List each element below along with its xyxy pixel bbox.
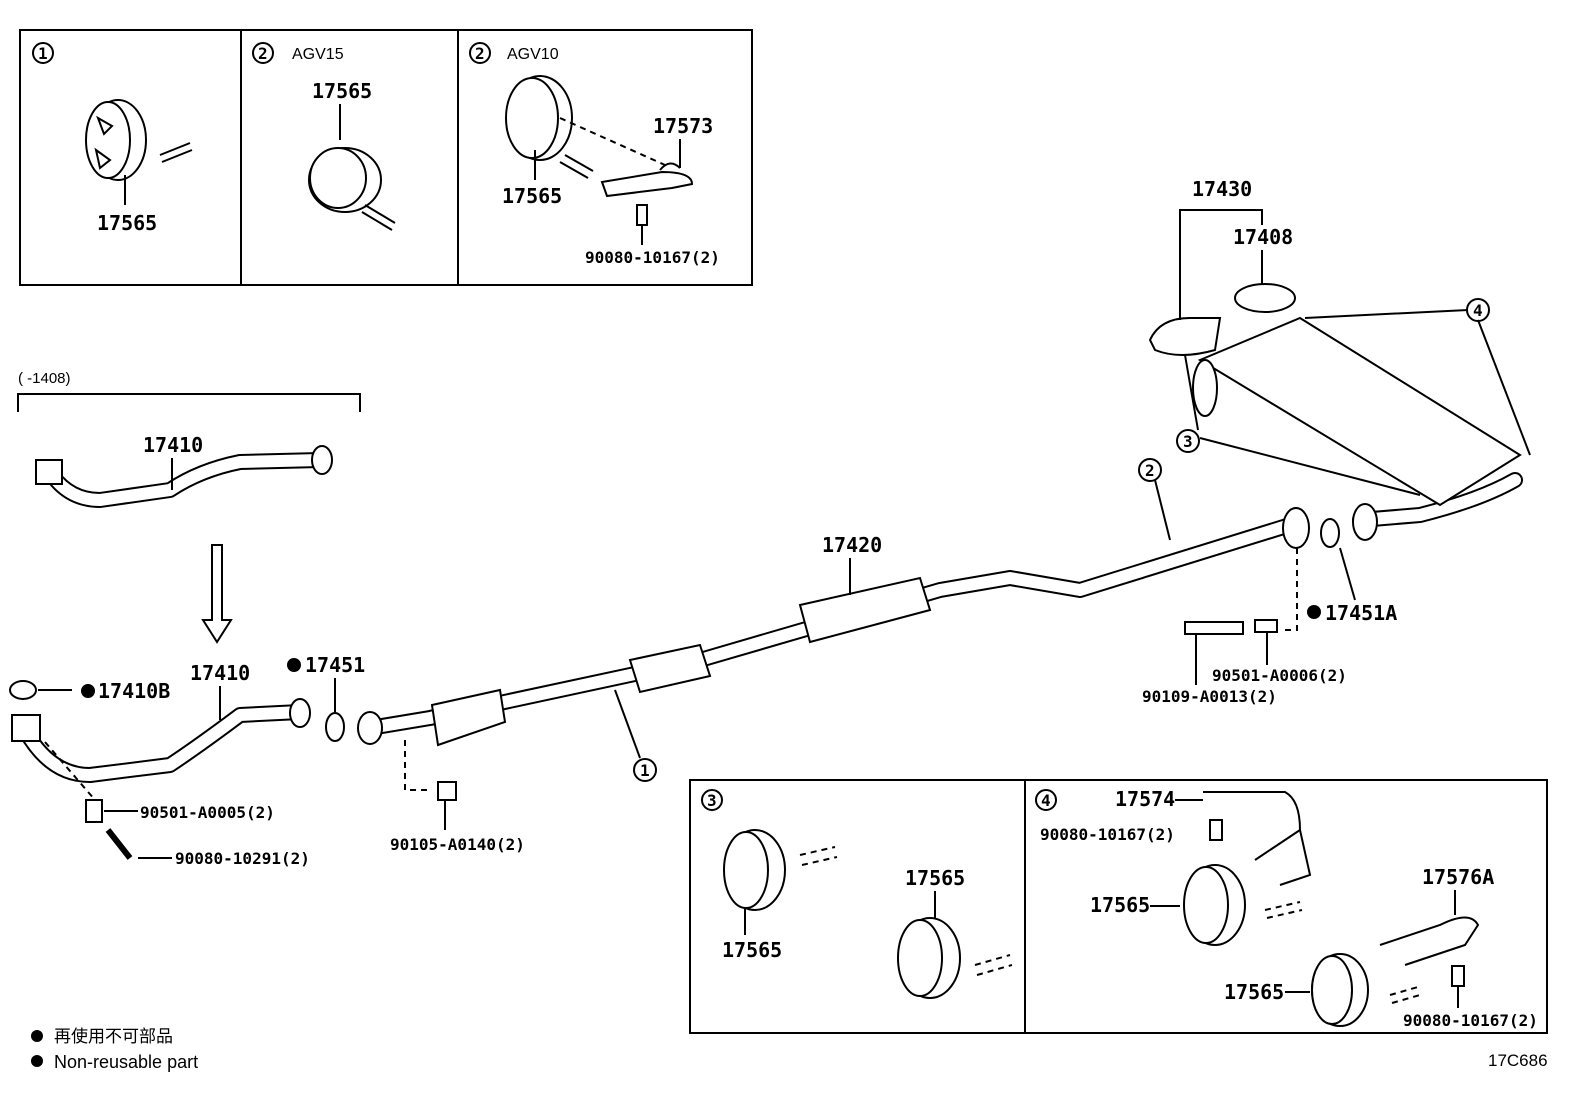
- callout-number: 3: [707, 791, 717, 810]
- resonator-icon: [798, 576, 932, 644]
- arrow-down-icon: [201, 544, 233, 644]
- non-reusable-dot: [81, 684, 95, 698]
- callout-number: 2: [475, 44, 485, 63]
- part-number-label: 17451: [305, 653, 365, 677]
- front-pipe: [11, 698, 311, 783]
- callout-number: 2: [258, 44, 268, 63]
- tail-pipe-extension-icon: [1234, 283, 1296, 313]
- gasket-icon: [9, 680, 37, 700]
- callout-number: 1: [640, 761, 650, 780]
- legend-japanese: 再使用不可部品: [54, 1026, 173, 1046]
- non-reusable-dot: [31, 1030, 43, 1042]
- bracket-icon: [600, 162, 694, 198]
- inset-box-1: 1 17565: [19, 29, 242, 286]
- legend: 再使用不可部品 Non-reusable part: [31, 1026, 198, 1072]
- inset-box-3: 3 17565 17565: [689, 779, 1026, 1034]
- hanger-rubber-icon: [505, 75, 573, 161]
- catalytic-converter-icon: [628, 643, 712, 694]
- gasket-icon: [325, 712, 345, 742]
- legend-english: Non-reusable part: [54, 1052, 198, 1072]
- part-number-label: 17430: [1192, 177, 1252, 201]
- part-number-label: 90109-A0013(2): [1142, 687, 1277, 706]
- part-number-label: 17573: [653, 114, 713, 138]
- part-number-label: 17576A: [1422, 865, 1494, 889]
- bracket-icon: [1203, 791, 1312, 886]
- non-reusable-dot: [287, 658, 301, 672]
- spring-icon: [85, 799, 103, 823]
- part-number-label: 17451A: [1325, 601, 1397, 625]
- part-number-label: 17574: [1115, 787, 1175, 811]
- bolt-icon: [1209, 819, 1223, 841]
- part-number-label: 17565: [312, 79, 372, 103]
- callout-number: 4: [1473, 301, 1483, 320]
- part-number-label: 17565: [1224, 980, 1284, 1004]
- range-bracket: [17, 393, 361, 412]
- tail-pipe-icon: [1148, 317, 1222, 356]
- part-number-label: 17408: [1233, 225, 1293, 249]
- variant-label: AGV15: [292, 46, 344, 63]
- front-pipe-old: [35, 445, 333, 508]
- callout-number: 2: [1145, 461, 1155, 480]
- inset-box-2-agv10: 2 AGV10 17573 17565 90080-10167(2): [457, 29, 753, 286]
- part-number-label: 90080-10167(2): [1040, 825, 1175, 844]
- muffler-tail-pipe: [1148, 283, 1523, 541]
- part-number-label: 90105-A0140(2): [390, 835, 525, 854]
- diagram-code: 17C686: [1488, 1051, 1548, 1070]
- part-number-label: 17565: [502, 184, 562, 208]
- variant-label: AGV10: [507, 46, 559, 63]
- part-number-label: 90501-A0005(2): [140, 803, 275, 822]
- bolt-icon: [1184, 621, 1244, 635]
- callout-number: 4: [1041, 791, 1051, 810]
- callout-number: 1: [38, 44, 48, 63]
- bracket-icon: [1379, 916, 1480, 966]
- part-number-label: 90501-A0006(2): [1212, 666, 1347, 685]
- date-range-label: ( -1408): [18, 370, 71, 387]
- part-number-label: 17410: [190, 661, 250, 685]
- part-number-label: 17565: [722, 938, 782, 962]
- part-number-label: 90080-10167(2): [585, 248, 720, 267]
- muffler-icon: [1197, 316, 1522, 507]
- gasket-icon: [1320, 518, 1340, 548]
- part-number-label: 17420: [822, 533, 882, 557]
- part-number-label: 90080-10167(2): [1403, 1011, 1538, 1030]
- callout-number: 3: [1183, 432, 1193, 451]
- part-number-label: 17565: [905, 866, 965, 890]
- inset-box-4: 4 17574 90080-10167(2) 17565 17576A 1756…: [1024, 779, 1548, 1034]
- non-reusable-dot: [31, 1055, 43, 1067]
- part-number-label: 17565: [1090, 893, 1150, 917]
- catalytic-converter-icon: [430, 688, 507, 747]
- part-number-label: 90080-10291(2): [175, 849, 310, 868]
- hanger-rubber-icon: [308, 147, 396, 231]
- spring-icon: [1254, 619, 1278, 633]
- bolt-icon: [636, 204, 648, 226]
- part-number-label: 17410: [143, 433, 203, 457]
- part-number-label: 17565: [97, 211, 157, 235]
- center-exhaust-pipe: [357, 507, 1310, 747]
- hanger-rubber-icon: [85, 99, 193, 181]
- bolt-icon: [437, 781, 457, 801]
- inset-box-2-agv15: 2 AGV15 17565: [240, 29, 459, 286]
- non-reusable-dot: [1307, 605, 1321, 619]
- bolt-icon: [1451, 965, 1465, 987]
- part-number-label: 17410B: [98, 679, 170, 703]
- callout-circle: [32, 42, 54, 64]
